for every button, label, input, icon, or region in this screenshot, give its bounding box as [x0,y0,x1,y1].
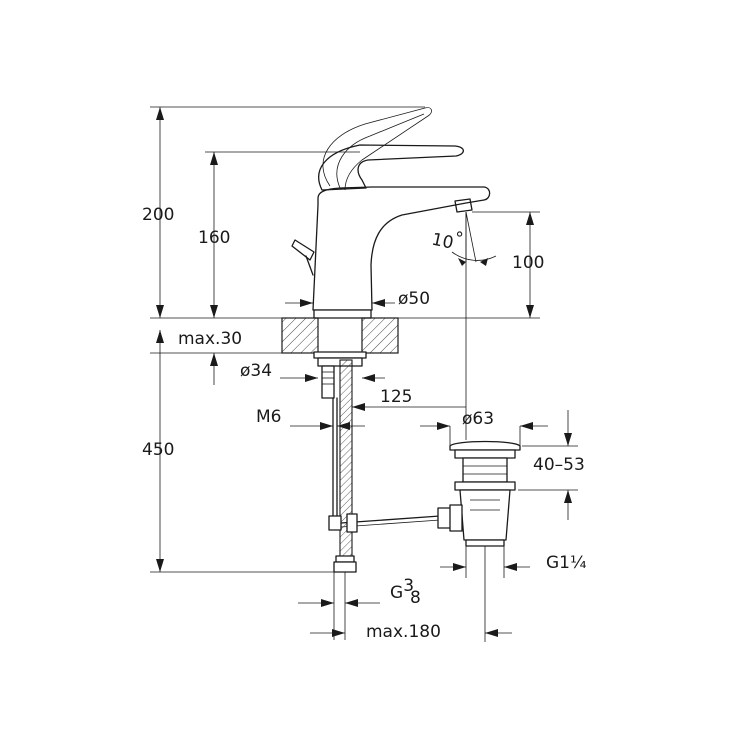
dim-125: 125 [380,387,412,407]
dim-40-53: 40–53 [533,455,585,475]
dim-450: 450 [142,440,174,460]
dim-100: 100 [512,253,544,273]
dim-max30: max.30 [178,329,242,349]
dimension-lines [150,106,578,642]
dim-o50: ø50 [398,289,430,309]
dimension-labels: 200 160 100 10° ø50 max.30 ø34 125 M6 ø6… [142,205,586,642]
aerator [454,198,473,213]
under-deck-fittings [313,351,441,573]
lever-raised-ghost [322,107,432,191]
dim-10-angle: 10° [430,224,465,256]
mixer-body [312,186,491,311]
base-ring [313,309,372,319]
deck-section [281,317,399,354]
dim-o34: ø34 [240,361,272,381]
dim-g1-1-4: G1¼ [546,553,586,573]
dim-160: 160 [198,228,230,248]
dim-o63: ø63 [462,409,494,429]
dim-m6: M6 [256,407,281,427]
lever [318,144,465,191]
faucet-body [291,107,491,319]
pop-up-waste [437,440,521,547]
dim-200: 200 [142,205,174,225]
pop-up-knob [291,239,315,261]
dim-max180: max.180 [366,622,441,642]
